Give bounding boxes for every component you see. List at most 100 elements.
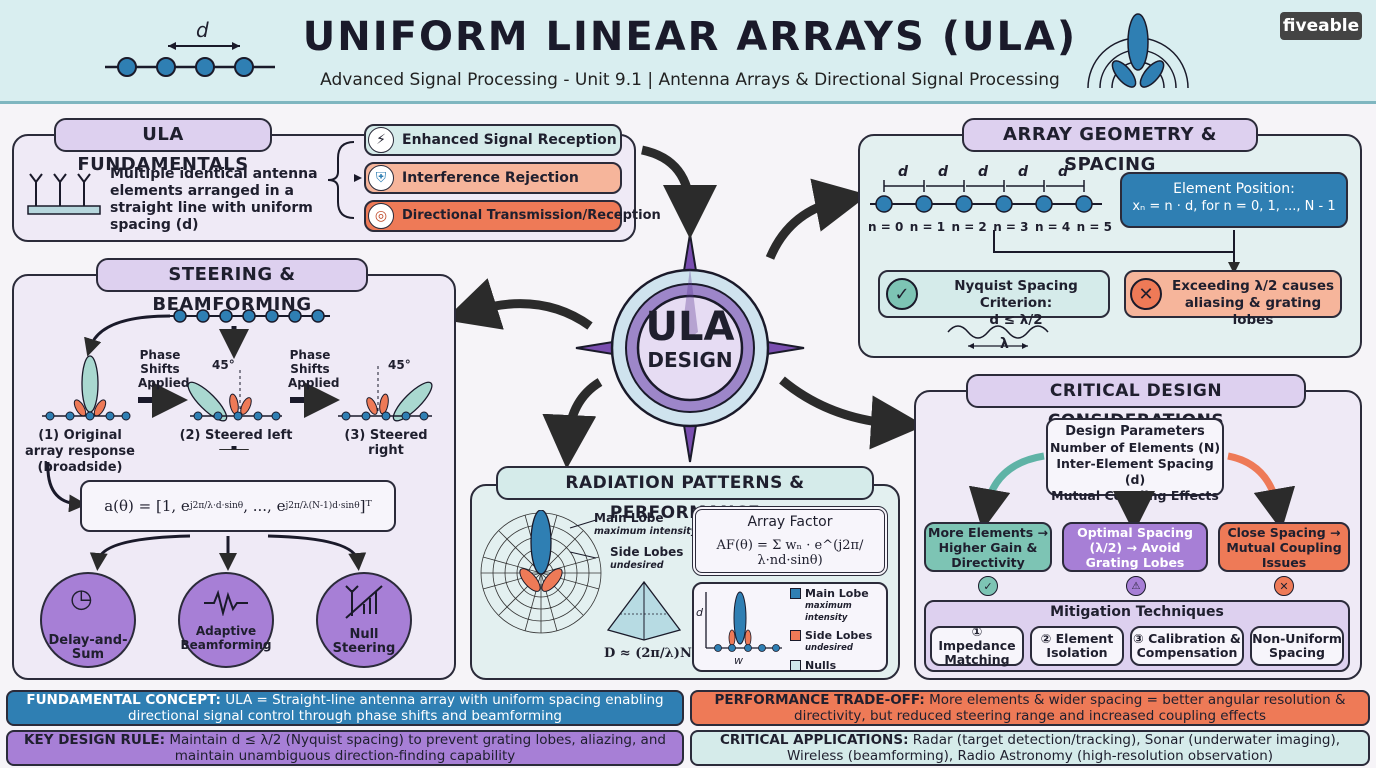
exceed-text: Exceeding λ/2 causes aliasing & grating … xyxy=(1171,278,1335,328)
legend-label: Main Lobe xyxy=(805,587,869,600)
mitigation-title: Mitigation Techniques xyxy=(1050,604,1224,620)
geometry-array xyxy=(870,180,1102,213)
header-d-label: d xyxy=(196,18,209,42)
legend-nulls: Nulls xyxy=(790,660,886,672)
directivity-pyramid xyxy=(606,580,682,641)
adaptive-beamforming-circle xyxy=(178,572,274,668)
footer-design-rule: KEY DESIGN RULE: Maintain d ≤ λ/2 (Nyqui… xyxy=(6,730,684,766)
check-icon: ✓ xyxy=(886,278,918,310)
fundamentals-description: Multiple identical antenna elements arra… xyxy=(110,166,318,233)
state-original: (1) Original array response (broadside) xyxy=(25,428,135,475)
concept-text: ULA = Straight-line antenna array with u… xyxy=(128,692,664,724)
target-icon: ◎ xyxy=(368,203,394,229)
mitigation-impedance: ① Impedance Matching xyxy=(930,625,1024,667)
radiation-title: RADIATION PATTERNS & PERFORMANCE xyxy=(496,466,874,523)
polar-pattern xyxy=(480,510,602,634)
side-lobes-text: Side Lobes xyxy=(610,545,684,559)
outcome-optimal-spacing: Optimal Spacing (λ/2) → Avoid Grating Lo… xyxy=(1062,522,1208,572)
state-steered-left: (2) Steered left xyxy=(179,428,293,443)
x-icon: ✕ xyxy=(1274,576,1294,596)
center-label-ula: ULA xyxy=(645,304,735,350)
geo-index: n = 2 xyxy=(951,220,987,234)
fiveable-logo[interactable]: fiveable xyxy=(1280,12,1362,40)
geometry-connectors xyxy=(993,230,1240,272)
tradeoff-text: More elements & wider spacing = better a… xyxy=(794,692,1346,724)
antenna-elements-icon xyxy=(27,173,101,215)
ula-design-compass xyxy=(575,233,805,463)
lobe-pointers xyxy=(569,519,597,559)
geo-index: n = 0 xyxy=(868,220,904,234)
param-spacing: Inter-Element Spacing (d) xyxy=(1056,456,1214,487)
lambda-label: λ xyxy=(1000,336,1009,352)
legend-sub: maximum intensity xyxy=(805,601,852,623)
geo-index: n = 3 xyxy=(993,220,1029,234)
page-subtitle: Advanced Signal Processing - Unit 9.1 | … xyxy=(320,70,1060,90)
formula-mid: , ..., e xyxy=(243,497,286,515)
formula-end: ]ᵀ xyxy=(359,497,372,515)
main-lobe-sub: maximum intensity xyxy=(594,526,697,537)
steering-title: STEERING & BEAMFORMING xyxy=(96,258,368,315)
geo-d-3: d xyxy=(978,164,989,180)
design-parameters-box: Design Parameters Number of Elements (N)… xyxy=(1046,418,1224,503)
benefit-interference-rejection: Interference Rejection xyxy=(364,162,622,194)
design-arrows xyxy=(968,452,1296,522)
concept-label: FUNDAMENTAL CONCEPT: xyxy=(26,692,221,708)
outcome-more-elements: More Elements → Higher Gain & Directivit… xyxy=(924,522,1052,572)
rule-label: KEY DESIGN RULE: xyxy=(24,732,166,748)
apps-text: Radar (target detection/tracking), Sonar… xyxy=(786,732,1341,764)
benefit-directional: Directional Transmission/Reception xyxy=(364,200,661,232)
element-position-box: Element Position: xₙ = n · d, for n = 0,… xyxy=(1120,172,1348,228)
header-array-icon xyxy=(105,42,275,77)
footer-concept: FUNDAMENTAL CONCEPT: ULA = Straight-line… xyxy=(6,690,684,726)
technique-adaptive-beamforming: Adaptive Beamforming xyxy=(180,624,272,652)
legend-label: Side Lobes xyxy=(805,629,873,642)
footer-applications: CRITICAL APPLICATIONS: Radar (target det… xyxy=(690,730,1370,766)
footer-tradeoff: PERFORMANCE TRADE-OFF: More elements & w… xyxy=(690,690,1370,726)
nyquist-title: Nyquist Spacing Criterion: xyxy=(954,278,1078,311)
geometry-title: ARRAY GEOMETRY & SPACING xyxy=(962,118,1258,175)
geo-index: n = 5 xyxy=(1076,220,1112,234)
state-steered-right: (3) Steered right xyxy=(344,428,428,458)
directivity-formula: D ≈ (2π/λ)Nd xyxy=(604,646,701,661)
axis-w-label: w xyxy=(734,654,743,667)
null-steering-circle xyxy=(316,572,412,668)
geo-d-1: d xyxy=(898,164,909,180)
technique-arrows xyxy=(89,534,367,571)
check-icon: ✓ xyxy=(978,576,998,596)
rule-text: Maintain d ≤ λ/2 (Nyquist spacing) to pr… xyxy=(169,732,666,764)
null-antenna-icon xyxy=(345,585,383,619)
side-lobes-sub: undesired xyxy=(610,560,664,571)
mitigation-calibration: ③ Calibration & Compensation xyxy=(1130,626,1244,666)
angle-right-label: 45° xyxy=(388,358,411,372)
phase-shift-label-2: Phase Shifts Applied xyxy=(288,348,340,390)
legend-swatch xyxy=(790,630,801,641)
warning-icon: ⚠ xyxy=(1126,576,1146,596)
center-label-design: DESIGN xyxy=(647,348,733,372)
geo-index: n = 1 xyxy=(909,220,946,234)
fundamentals-title: ULA FUNDAMENTALS xyxy=(54,118,272,175)
technique-delay-and-sum: Delay-and-Sum xyxy=(48,633,128,662)
formula-exp2: j2π/λ(N-1)d·sinθ xyxy=(285,501,360,511)
page-title: UNIFORM LINEAR ARRAYS (ULA) xyxy=(302,14,1078,60)
geo-d-4: d xyxy=(1018,164,1029,180)
mitigation-non-uniform: Non-Uniform Spacing xyxy=(1250,626,1344,666)
array-factor-title: Array Factor xyxy=(747,514,833,530)
apps-label: CRITICAL APPLICATIONS: xyxy=(719,732,909,748)
geo-d-2: d xyxy=(938,164,949,180)
delay-and-sum-circle xyxy=(40,572,136,668)
legend-swatch xyxy=(790,588,801,599)
tradeoff-label: PERFORMANCE TRADE-OFF: xyxy=(714,692,925,708)
clock-icon: ◷ xyxy=(70,584,93,614)
main-lobe-text: Main Lobe xyxy=(594,511,664,525)
wavelength-wave xyxy=(947,325,1049,349)
array-factor-box: Array Factor AF(θ) = Σ wₙ · e^(j2π/λ·nd·… xyxy=(692,506,888,576)
element-position-formula: xₙ = n · d, for n = 0, 1, ..., N - 1 xyxy=(1132,199,1336,214)
x-icon: ✕ xyxy=(1130,278,1162,310)
steering-diagram xyxy=(42,309,433,450)
